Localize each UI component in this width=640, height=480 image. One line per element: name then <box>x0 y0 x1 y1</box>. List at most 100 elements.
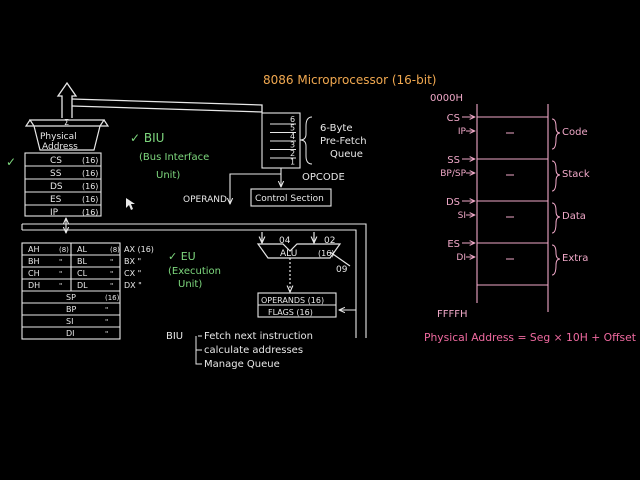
queue-brace <box>299 116 313 165</box>
memory-offset-register-bp-sp: BP/SP <box>440 169 466 179</box>
register-size: " <box>105 306 108 314</box>
memory-segment-extra: Extra <box>562 253 588 264</box>
register-size: (8) <box>110 246 120 254</box>
segment-register-cs: CS <box>50 156 62 166</box>
memory-offset-register-di: DI <box>456 253 466 263</box>
eu-label-line-2: (Execution <box>168 266 221 277</box>
register-dl: DL <box>77 281 88 290</box>
segment-brace <box>551 244 561 276</box>
register-pair-ax: AX (16) <box>124 245 154 254</box>
register-bh: BH <box>28 257 40 266</box>
register-size: " <box>110 258 113 266</box>
control-section-label: Control Section <box>255 194 324 204</box>
register-sp: SP <box>66 293 76 302</box>
queue-slot-6: 6 <box>290 115 295 124</box>
address-bus <box>56 81 263 118</box>
operands-flags-box <box>257 292 356 318</box>
alu-size: (16) <box>318 249 334 258</box>
memory-segment-data: Data <box>562 211 586 222</box>
register-size: " <box>105 318 108 326</box>
control-section-box <box>250 188 332 207</box>
register-size: " <box>59 270 62 278</box>
register-size: " <box>110 270 113 278</box>
register-cl: CL <box>77 269 88 278</box>
biu-label-line-3: Unit) <box>156 170 180 181</box>
diagram-title: 8086 Microprocessor (16-bit) <box>263 73 436 87</box>
register-ah: AH <box>28 245 40 254</box>
memory-segment-register-cs: CS <box>447 113 460 124</box>
register-dh: DH <box>28 281 40 290</box>
memory-segment-stack: Stack <box>562 169 590 180</box>
biu-label: ✓ BIU <box>130 131 164 145</box>
segment-register-size: (16) <box>82 208 98 217</box>
alu-shape <box>256 232 351 292</box>
queue-slot-5: 5 <box>290 124 295 133</box>
register-pair-bx: BX " <box>124 257 141 266</box>
address-adder <box>24 119 110 151</box>
alu-label: ALU <box>280 249 297 259</box>
queue-output-lines <box>230 168 281 204</box>
register-size: " <box>59 282 62 290</box>
alu-input-b: 02 <box>324 236 335 246</box>
segment-register-es: ES <box>50 195 62 205</box>
segment-register-ds: DS <box>50 182 63 192</box>
queue-slot-1: 1 <box>290 158 295 167</box>
biu-notes-head: BIU <box>166 331 183 342</box>
memory-offset-register-ip: IP <box>458 127 467 137</box>
queue-slot-3: 3 <box>290 141 295 150</box>
register-bp: BP <box>66 305 76 314</box>
queue-label-3: Queue <box>330 149 363 160</box>
register-pair-dx: DX " <box>124 281 142 290</box>
register-al: AL <box>77 245 87 254</box>
adder-sigma: Σ <box>64 118 69 127</box>
segment-register-size: (16) <box>82 182 98 191</box>
memory-offset-register-si: SI <box>458 211 466 221</box>
register-di: DI <box>66 329 75 338</box>
queue-label-2: Pre-Fetch <box>320 136 367 147</box>
biu-note-manage: Manage Queue <box>204 359 280 370</box>
segment-brace <box>551 160 561 192</box>
alu-output: 09 <box>336 265 348 275</box>
segment-register-ip: IP <box>50 208 59 218</box>
memory-top-address: 0000H <box>430 93 463 104</box>
register-size: " <box>105 330 108 338</box>
tick-mark-icon: ✓ <box>6 155 16 169</box>
eu-label: ✓ EU <box>168 250 196 263</box>
register-bl: BL <box>77 257 87 266</box>
operand-label: OPERAND <box>183 195 227 205</box>
general-register-block <box>21 242 121 340</box>
memory-bottom-address: FFFFH <box>437 309 468 320</box>
segment-brace <box>551 118 561 150</box>
memory-segment-register-ss: SS <box>447 155 460 166</box>
biu-label-line-2: (Bus Interface <box>139 152 209 163</box>
memory-map <box>476 104 549 312</box>
biu-note-fetch: Fetch next instruction <box>204 331 313 342</box>
physical-address-label-2: Address <box>42 142 78 152</box>
alu-input-a: 04 <box>279 236 291 246</box>
segment-register-block <box>24 152 102 217</box>
queue-label-1: 6-Byte <box>320 123 352 134</box>
register-si: SI <box>66 317 73 326</box>
register-pair-cx: CX " <box>124 269 141 278</box>
register-size: (16) <box>105 294 120 302</box>
segment-register-size: (16) <box>82 169 98 178</box>
memory-segment-code: Code <box>562 127 588 138</box>
segment-register-ss: SS <box>50 169 62 179</box>
biu-notes-bracket <box>195 335 202 365</box>
register-ch: CH <box>28 269 40 278</box>
queue-slot-2: 2 <box>290 149 295 158</box>
internal-bus <box>21 218 367 338</box>
physical-address-formula: Physical Address = Seg × 10H + Offset <box>424 331 637 344</box>
segment-brace <box>551 202 561 234</box>
memory-segment-register-ds: DS <box>446 197 460 208</box>
register-size: " <box>59 258 62 266</box>
eu-label-line-3: Unit) <box>178 279 202 290</box>
queue-slot-4: 4 <box>290 132 295 141</box>
opcode-label: OPCODE <box>302 172 345 183</box>
biu-note-calculate: calculate addresses <box>204 345 303 356</box>
memory-segment-register-es: ES <box>447 239 460 250</box>
register-size: " <box>110 282 113 290</box>
physical-address-label-1: Physical <box>40 132 77 142</box>
operands-register: OPERANDS (16) <box>261 296 324 305</box>
